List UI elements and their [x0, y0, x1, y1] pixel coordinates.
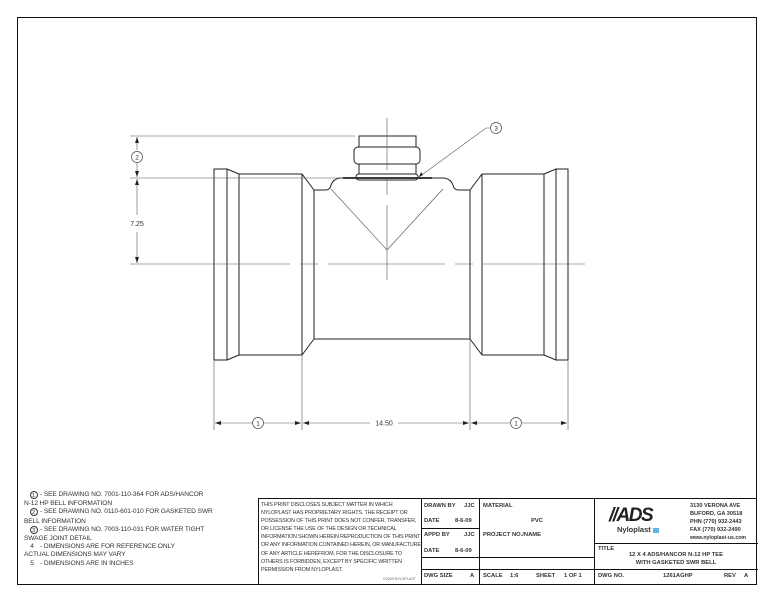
- drawn-by-value: JJC: [464, 503, 475, 509]
- material-label: MATERIAL: [483, 503, 513, 509]
- balloon-1-left: [252, 417, 264, 429]
- date2-value: 8-6-09: [455, 548, 472, 554]
- appd-by-label: APPD BY: [424, 532, 450, 538]
- date1-value: 8-6-09: [455, 518, 472, 524]
- date2-label: DATE: [424, 548, 440, 554]
- proprietary-disclaimer: THIS PRINT DISCLOSES SUBJECT MATTER IN W…: [261, 502, 421, 573]
- height-dimension: 7.25: [130, 221, 144, 228]
- length-dimension: 14.50: [375, 421, 393, 428]
- left-bell-flange: [213, 168, 228, 361]
- balloon-3-label: 3: [494, 126, 498, 133]
- project-label: PROJECT NO./NAME: [483, 532, 541, 538]
- date1-label: DATE: [424, 518, 440, 524]
- note-3-cont: SWAGE JOINT DETAIL: [24, 535, 92, 543]
- balloon-2: [131, 151, 143, 163]
- balloon-1-left-label: 1: [256, 421, 260, 428]
- note-3: 3- SEE DRAWING NO. 7003-110-031 FOR WATE…: [24, 525, 256, 535]
- note-2-cont: BELL INFORMATION: [24, 517, 86, 525]
- note-2: 2- SEE DRAWING NO. 0110-601-010 FOR GASK…: [24, 508, 256, 517]
- right-bell-flange: [555, 168, 569, 361]
- left-bell-taper: [226, 168, 240, 361]
- left-pipe-edges: [239, 173, 302, 356]
- rev-value: A: [744, 573, 749, 579]
- balloon-2-label: 2: [135, 155, 139, 162]
- rev-label: REV: [724, 573, 736, 579]
- dwg-no-label: DWG NO.: [598, 573, 625, 579]
- note-5: 5- DIMENSIONS ARE IN INCHES: [30, 559, 134, 567]
- dwg-size-value: A: [470, 573, 475, 579]
- title-line-1: 12 X 4 ADS/HANCOR N-12 HP TEE: [628, 552, 724, 558]
- dwg-no-value: 1261AGHP: [663, 573, 693, 579]
- drawn-by-label: DRAWN BY: [424, 503, 456, 509]
- ads-nyloplast-logo: //ADS Nyloplast: [609, 505, 679, 539]
- scale-label: SCALE: [483, 573, 503, 579]
- appd-by-value: JJC: [464, 532, 475, 538]
- logo-accent-icon: [652, 527, 659, 533]
- note-4-cont: ACTUAL DIMENSIONS MAY VARY: [24, 551, 126, 559]
- note-1: 1- SEE DRAWING NO. 7001-110-364 FOR ADS/…: [24, 491, 256, 500]
- drawing-sheet-border: [17, 17, 757, 585]
- company-address: 3130 VERONA AVE BUFORD, GA 30518 PHN (77…: [690, 503, 747, 542]
- material-value: PVC: [531, 518, 543, 524]
- scale-value: 1:6: [510, 573, 519, 579]
- note-1-cont: N-12 HP BELL INFORMATION: [24, 500, 112, 508]
- company-block: //ADS Nyloplast 3130 VERONA AVE BUFORD, …: [594, 499, 758, 543]
- title-label: TITLE: [598, 546, 615, 552]
- dwg-size-label: DWG SIZE: [424, 573, 453, 579]
- copyright: ©2009 NYLOPLAST: [383, 577, 416, 581]
- balloon-1-right: [510, 417, 522, 429]
- title-line-2: WITH GASKETED SWR BELL: [635, 560, 717, 566]
- sheet-value: 1 OF 1: [564, 573, 582, 579]
- drawing-notes: 1- SEE DRAWING NO. 7001-110-364 FOR ADS/…: [24, 491, 256, 568]
- note-4: 4- DIMENSIONS ARE FOR REFERENCE ONLY: [30, 543, 175, 551]
- title-block: THIS PRINT DISCLOSES SUBJECT MATTER IN W…: [258, 498, 758, 585]
- balloon-3: [490, 122, 502, 134]
- sheet-label: SHEET: [536, 573, 556, 579]
- balloon-1-right-label: 1: [514, 421, 518, 428]
